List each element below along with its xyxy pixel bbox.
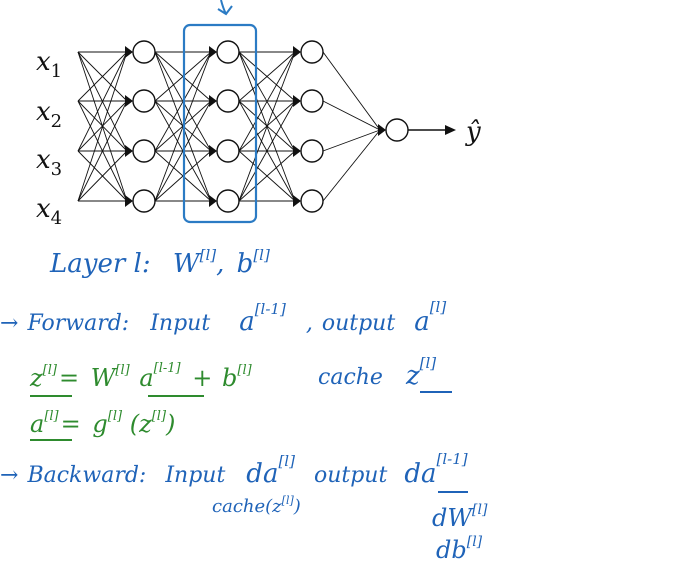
arrowhead-icon — [125, 46, 133, 58]
arrowhead-icon — [293, 95, 301, 107]
handwritten-notes: Layer l: W[l], b[l] → Forward: Input a[l… — [0, 246, 488, 564]
output-neuron — [385, 118, 409, 142]
neuron-l2-1 — [216, 40, 240, 64]
connection-line — [238, 51, 296, 152]
green-equations: z[l]= W[l] a[l-1] + b[l] a[l]= g[l] (z[l… — [29, 350, 253, 441]
forward-line: → Forward: Input a[l-1], output a[l] — [0, 298, 446, 337]
neuron-l2-4 — [216, 189, 240, 213]
arrowhead-icon — [209, 195, 217, 207]
connection-line — [77, 150, 128, 202]
db-term: db[l] — [436, 534, 483, 564]
z-equation: z[l]= W[l] a[l-1] + b[l] — [29, 350, 253, 392]
connection-line — [77, 51, 128, 102]
arrowhead-icon — [293, 145, 301, 157]
input-labels: x1 x2 x3 x4 — [36, 47, 62, 229]
arrowhead-icon — [209, 145, 217, 157]
connection-line — [238, 51, 296, 102]
connection-line — [77, 51, 128, 202]
connection-line — [77, 100, 128, 202]
a-equation: a[l]= g[l] (z[l]) — [30, 398, 175, 438]
neuron-l2-3 — [216, 139, 240, 163]
connection-line — [322, 129, 381, 152]
layer-line: Layer l: W[l], b[l] — [49, 246, 270, 279]
neural-network-diagram — [77, 40, 456, 213]
neuron-l2-2 — [216, 89, 240, 113]
dw-term: dW[l] — [432, 502, 488, 532]
connection-line — [238, 150, 296, 202]
neuron-l3-3 — [300, 139, 324, 163]
input-label-x3: x3 — [36, 145, 62, 180]
arrowhead-icon — [209, 46, 217, 58]
connection-line — [77, 51, 128, 152]
neuron-l1-2 — [132, 89, 156, 113]
highlighted-layer-box — [182, 23, 258, 224]
backward-line: → Backward: Input da[l] output da[l-1] — [0, 447, 468, 489]
input-label-x1: x1 — [36, 47, 62, 82]
input-label-x2: x2 — [36, 97, 62, 132]
neuron-l1-4 — [132, 189, 156, 213]
cache-z-line: cache z[l] — [318, 354, 436, 391]
neuron-l1-3 — [132, 139, 156, 163]
connection-line — [322, 129, 381, 202]
arrowhead-icon — [293, 195, 301, 207]
connection-line — [238, 100, 296, 202]
connection-line — [238, 51, 296, 202]
output-label-yhat: ŷ — [465, 117, 481, 147]
neuron-l3-1 — [300, 40, 324, 64]
neuron-l3-4 — [300, 189, 324, 213]
arrowhead-icon — [125, 195, 133, 207]
arrowhead-icon — [378, 124, 386, 136]
connection-line — [322, 100, 381, 131]
arrowhead-icon — [125, 145, 133, 157]
neuron-l1-1 — [132, 40, 156, 64]
highlight-arrow-icon — [217, 0, 233, 16]
input-label-x4: x4 — [36, 194, 62, 229]
neuron-l3-2 — [300, 89, 324, 113]
arrowhead-icon — [293, 46, 301, 58]
backward-cache-arg: cache(z[l]) — [212, 494, 301, 517]
connection-line — [322, 51, 381, 131]
output-arrow-icon — [445, 125, 456, 135]
arrowhead-icon — [125, 95, 133, 107]
arrowhead-icon — [209, 95, 217, 107]
